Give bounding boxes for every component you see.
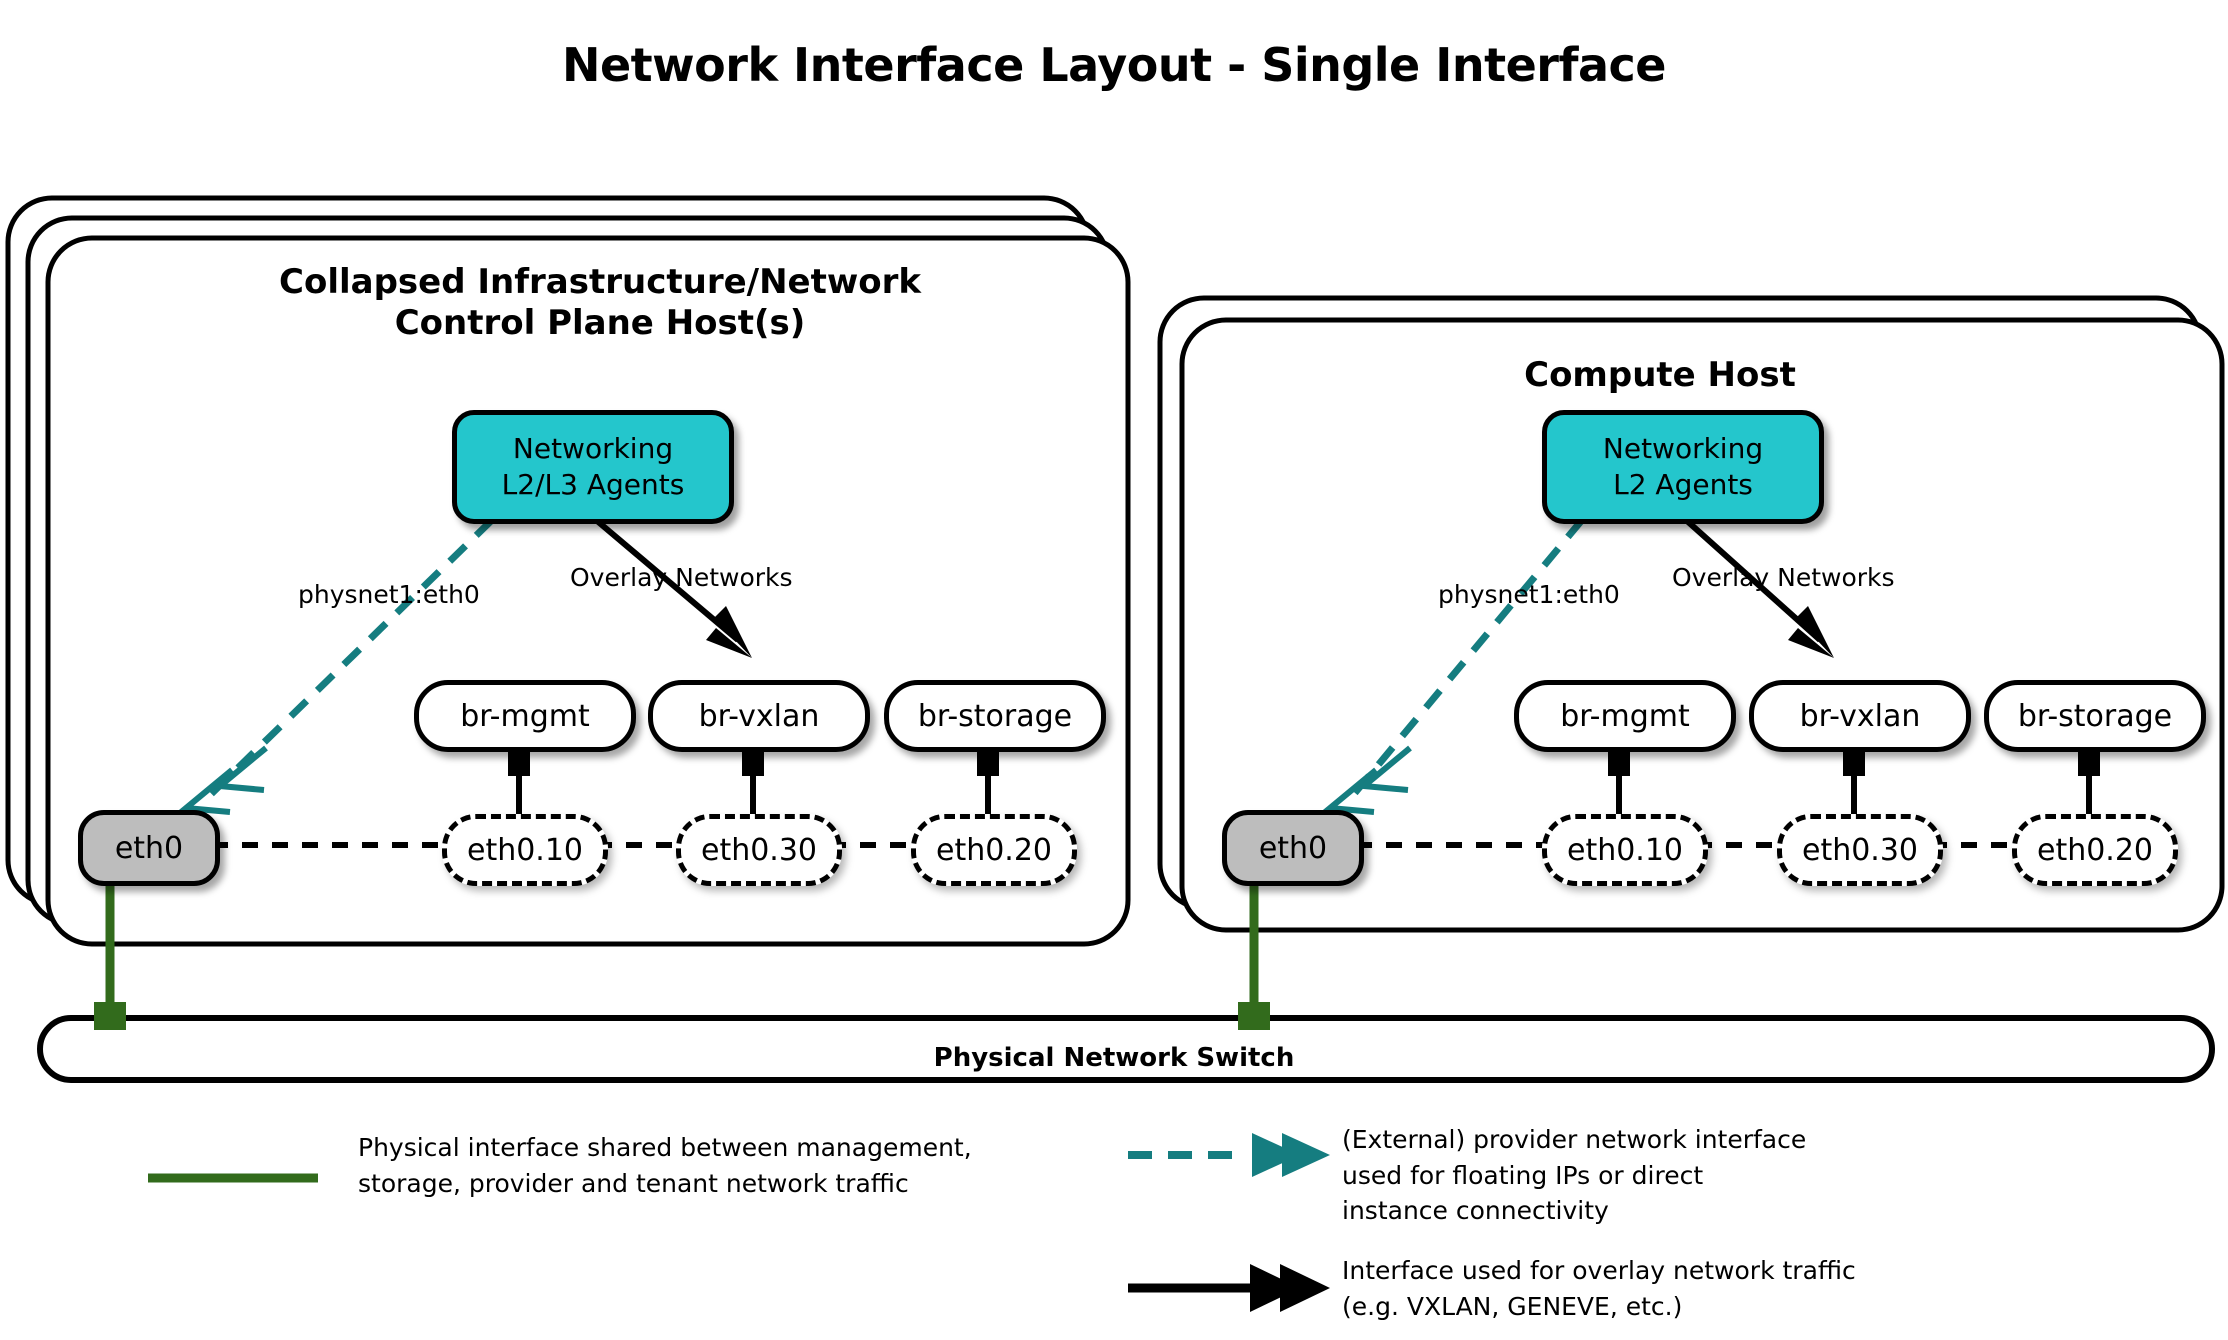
legend-provider-arrow-icon [1128,1133,1330,1177]
physical-network-switch-label: Physical Network Switch [933,1043,1295,1073]
agent-label-line2: L2 Agents [1613,468,1753,501]
legend-overlay-line2: (e.g. VXLAN, GENEVE, etc.) [1342,1291,1683,1321]
legend-provider-line3: instance connectivity [1342,1196,1609,1225]
page-title: Network Interface Layout - Single Interf… [561,38,1667,92]
bridge-node-br-storage-compute[interactable]: br-storage [1984,680,2206,752]
bridge-node-br-vxlan-compute[interactable]: br-vxlan [1749,680,1971,752]
bridge-node-br-mgmt-compute[interactable]: br-mgmt [1514,680,1736,752]
physical-nic-node-control[interactable]: eth0 [78,810,220,886]
provider-edge-control [178,517,495,815]
agent-label-line2: L2/L3 Agents [501,468,685,501]
vlan-node-eth0-10-control[interactable]: eth0.10 [442,814,608,886]
legend-physical-line2: storage, provider and tenant network tra… [358,1168,909,1198]
bridge-node-br-vxlan-control[interactable]: br-vxlan [648,680,870,752]
host-title-control: Collapsed Infrastructure/Network Control… [100,262,1100,345]
provider-edge-compute [1322,517,1585,815]
legend-physical-description: Physical interface shared between manage… [358,1130,978,1201]
networking-agents-node-control[interactable]: Networking L2/L3 Agents [452,410,734,524]
vlan-node-eth0-20-compute[interactable]: eth0.20 [2012,814,2178,886]
vlan-node-eth0-20-control[interactable]: eth0.20 [911,814,1077,886]
legend-provider-line1: (External) provider network interface [1342,1125,1807,1154]
agent-label-line1: Networking [512,431,674,465]
legend-overlay-arrow-icon [1128,1264,1330,1312]
overlay-edge-label-compute: Overlay Networks [1672,563,1895,592]
physical-nic-node-compute[interactable]: eth0 [1222,810,1364,886]
host-title-control-line2: Control Plane Host(s) [394,303,806,344]
legend-overlay-description: Interface used for overlay network traff… [1342,1253,1942,1324]
physical-link-control [94,872,126,1030]
bridge-node-br-storage-control[interactable]: br-storage [884,680,1106,752]
provider-edge-label-compute: physnet1:eth0 [1438,580,1620,609]
legend-provider-line2: used for floating IPs or direct [1342,1160,1704,1190]
host-title-compute: Compute Host [1240,355,2080,396]
host-title-control-line1: Collapsed Infrastructure/Network [279,262,921,302]
bridge-node-br-mgmt-control[interactable]: br-mgmt [414,680,636,752]
bridge-vlan-connectors-compute [1608,742,2100,822]
vlan-node-eth0-30-compute[interactable]: eth0.30 [1777,814,1943,886]
networking-agents-node-compute[interactable]: Networking L2 Agents [1542,410,1824,524]
host-title-compute-line1: Compute Host [1524,355,1796,395]
legend-physical-line1: Physical interface shared between manage… [358,1133,972,1162]
provider-edge-label-control: physnet1:eth0 [298,580,480,609]
legend-overlay-line1: Interface used for overlay network traff… [1342,1256,1856,1285]
bridge-vlan-connectors-control [508,742,999,822]
agent-label-line1: Networking [1602,431,1764,465]
physical-link-compute [1238,872,1270,1030]
vlan-node-eth0-10-compute[interactable]: eth0.10 [1542,814,1708,886]
vlan-node-eth0-30-control[interactable]: eth0.30 [676,814,842,886]
legend-provider-description: (External) provider network interface us… [1342,1122,1942,1229]
overlay-edge-label-control: Overlay Networks [570,563,793,592]
